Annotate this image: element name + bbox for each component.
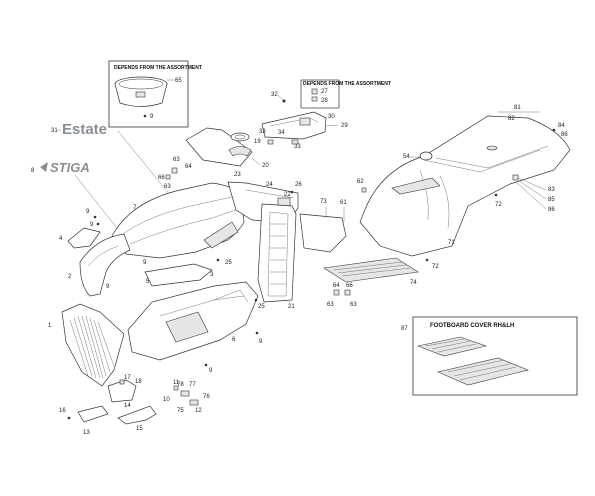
callout-33a: 33 [259, 129, 266, 135]
callout-17: 17 [124, 375, 131, 381]
inset-small: DEPENDS FROM THE ASSORTMENT 27 28 [300, 79, 391, 109]
callout-78: 78 [177, 382, 184, 388]
footboard-mat-part [323, 257, 419, 283]
footboard-cover-lh-part [416, 336, 488, 357]
callout-6: 6 [232, 337, 236, 343]
inset-assortment-title: DEPENDS FROM THE ASSORTMENT [114, 65, 202, 71]
callout-1: 1 [48, 323, 52, 329]
callout-61: 61 [340, 200, 347, 206]
tunnel-part [257, 203, 297, 303]
callout-81: 81 [514, 105, 521, 111]
callout-2: 2 [68, 274, 72, 280]
callout-9c: 9 [90, 222, 94, 228]
callout-64b: 64 [333, 283, 340, 289]
callout-5: 5 [146, 279, 150, 285]
callout-62: 62 [357, 179, 364, 185]
callout-21: 21 [288, 304, 295, 310]
callout-84: 84 [558, 123, 565, 129]
callout-25b: 25 [258, 304, 265, 310]
inset-assortment: DEPENDS FROM THE ASSORTMENT 65 9 [108, 60, 202, 128]
callout-87: 87 [401, 326, 408, 332]
callout-33b: 33 [294, 144, 301, 150]
callout-77: 77 [189, 382, 196, 388]
callout-72b: 72 [432, 264, 439, 270]
front-side-panel-part [79, 233, 131, 297]
callout-3: 3 [210, 272, 214, 278]
callout-9f: 9 [259, 339, 263, 345]
callout-66a: 66 [158, 175, 165, 181]
callout-86b: 86 [548, 207, 555, 213]
lower-side-panel-part [144, 263, 213, 287]
front-grille-part [61, 303, 125, 387]
callout-30: 30 [328, 114, 335, 120]
callout-12: 12 [195, 408, 202, 414]
callout-4: 4 [59, 236, 63, 242]
callout-63a: 63 [173, 157, 180, 163]
callout-13: 13 [83, 430, 90, 436]
footboard-cover-title: FOOTBOARD COVER RH&LH [430, 323, 514, 329]
callout-72a: 72 [495, 202, 502, 208]
footboard-cover-box: FOOTBOARD COVER RH&LH [412, 316, 578, 396]
callout-9d: 9 [106, 284, 110, 290]
callout-82: 82 [508, 116, 515, 122]
callout-10: 10 [163, 397, 170, 403]
callout-24: 24 [266, 182, 273, 188]
callout-85: 85 [548, 197, 555, 203]
callout-11: 11 [173, 380, 180, 386]
callout-14: 14 [124, 403, 131, 409]
callout-65: 65 [175, 78, 182, 84]
stiga-logo-mark [40, 162, 48, 172]
dashboard-cover-part [261, 111, 327, 140]
callout-73: 73 [320, 199, 327, 205]
footboard-left-part [299, 213, 347, 253]
side-bracket-part [67, 227, 101, 249]
callout-15: 15 [136, 426, 143, 432]
callout-66b: 66 [346, 283, 353, 289]
stiga-logo: STIGA [50, 160, 90, 175]
inset-small-title: DEPENDS FROM THE ASSORTMENT [303, 81, 391, 87]
callout-63c: 63 [327, 302, 334, 308]
estate-logo: Estate [62, 121, 107, 138]
callout-28: 28 [321, 98, 328, 104]
callout-74: 74 [410, 280, 417, 286]
callout-63d: 63 [350, 302, 357, 308]
callout-29: 29 [341, 123, 348, 129]
callout-9g: 9 [209, 368, 213, 374]
basket-part [114, 76, 168, 107]
callout-8: 8 [31, 168, 35, 174]
callout-83: 83 [548, 187, 555, 193]
callout-34: 34 [278, 130, 285, 136]
callout-7: 7 [133, 205, 137, 211]
rear-fender-part [359, 115, 571, 257]
callout-9e: 9 [143, 260, 147, 266]
callout-25a: 25 [225, 260, 232, 266]
callout-23: 23 [234, 172, 241, 178]
steering-cover-part [185, 127, 253, 167]
callout-31: 31 [51, 128, 58, 134]
callout-27: 27 [321, 89, 328, 95]
frame-panel-part [127, 281, 259, 361]
bracket-15-part [117, 405, 157, 425]
callout-32: 32 [271, 92, 278, 98]
callout-63b: 63 [164, 184, 171, 190]
footboard-cover-rh-part [437, 357, 529, 386]
hood-part [111, 182, 245, 259]
callout-76: 76 [203, 394, 210, 400]
callout-9a: 9 [150, 114, 154, 120]
callout-54: 54 [403, 154, 410, 160]
callout-9b: 9 [86, 209, 90, 215]
callout-86a: 86 [561, 132, 568, 138]
bracket-13-part [77, 405, 109, 423]
callout-64a: 64 [185, 164, 192, 170]
callout-75: 75 [177, 408, 184, 414]
callout-20: 20 [262, 163, 269, 169]
callout-26: 26 [295, 182, 302, 188]
callout-18: 18 [135, 379, 142, 385]
callout-71: 71 [448, 240, 455, 246]
callout-19: 19 [254, 139, 261, 145]
callout-16: 16 [59, 408, 66, 414]
callout-22: 22 [284, 192, 291, 198]
